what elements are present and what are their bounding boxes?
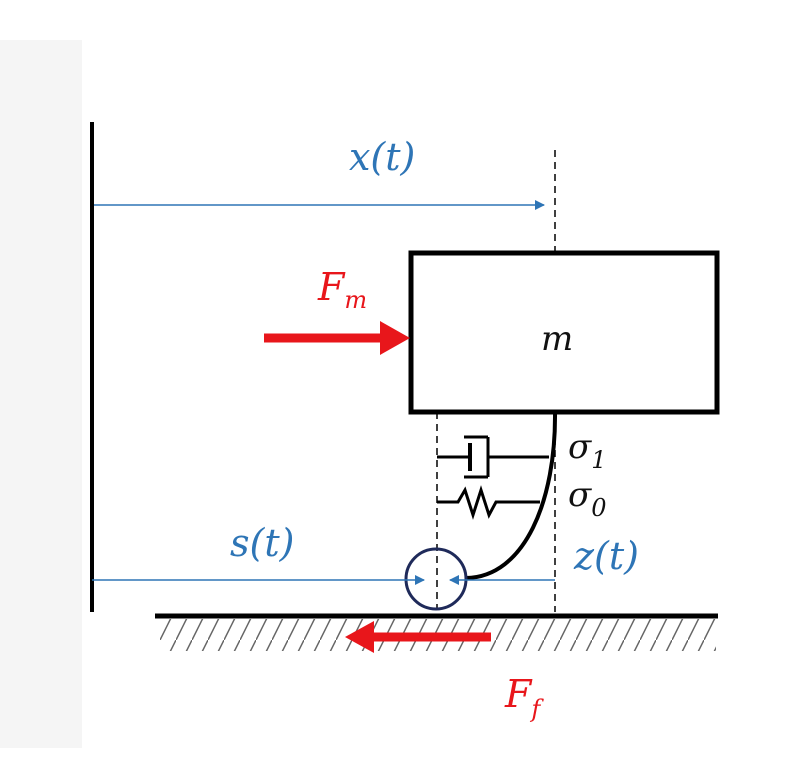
page-margin-strip (0, 40, 82, 748)
applied-force-arrowhead (380, 321, 410, 355)
x-displacement-label: x(t) (349, 135, 415, 179)
z-deflection-label: z(t) (573, 534, 639, 578)
sigma0-label: σ0 (568, 475, 607, 522)
contact-wheel (404, 547, 468, 611)
s-displacement-label: s(t) (230, 521, 294, 565)
applied-force-label: Fm (317, 265, 367, 314)
sigma1-label: σ1 (568, 427, 607, 474)
friction-force-arrowhead (345, 621, 374, 653)
bristle-curve (465, 411, 558, 580)
damper-sigma1 (437, 435, 549, 479)
spring-sigma0 (437, 485, 540, 520)
friction-force-label: Ff (504, 672, 544, 723)
mass-label: m (541, 319, 573, 359)
mass-block (408, 250, 720, 415)
